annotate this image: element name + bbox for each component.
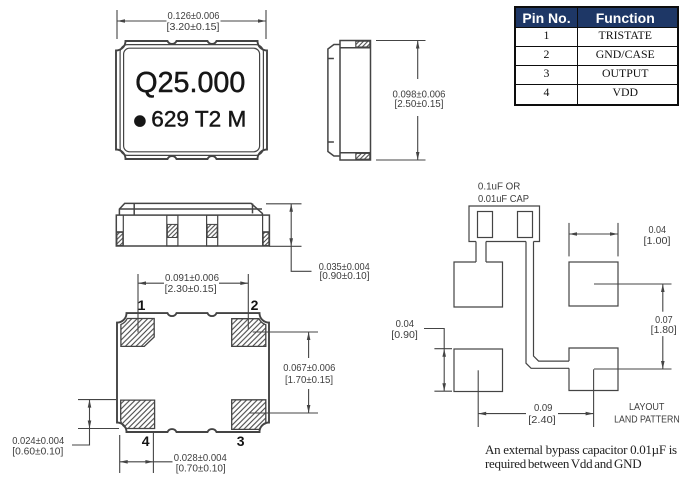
svg-text:0.024±0.004: 0.024±0.004 xyxy=(12,436,64,447)
svg-text:LAYOUT: LAYOUT xyxy=(629,402,665,413)
svg-text:0.091±0.006: 0.091±0.006 xyxy=(165,273,219,284)
svg-text:0.035±0.004: 0.035±0.004 xyxy=(319,262,370,273)
svg-text:0.04: 0.04 xyxy=(396,319,415,330)
svg-text:1: 1 xyxy=(138,297,146,313)
svg-text:629 T2 M: 629 T2 M xyxy=(151,107,246,132)
svg-text:0.098±0.006: 0.098±0.006 xyxy=(393,90,446,101)
svg-text:0.126±0.006: 0.126±0.006 xyxy=(168,11,220,22)
svg-text:[0.70±0.10]: [0.70±0.10] xyxy=(176,464,226,475)
svg-text:[2.40]: [2.40] xyxy=(528,415,556,426)
svg-text:0.04: 0.04 xyxy=(649,225,667,236)
svg-text:[0.90]: [0.90] xyxy=(391,330,418,341)
svg-text:LAND PATTERN: LAND PATTERN xyxy=(614,414,680,425)
svg-text:[2.50±0.15]: [2.50±0.15] xyxy=(395,99,444,110)
svg-text:4: 4 xyxy=(142,433,150,449)
svg-text:[1.80]: [1.80] xyxy=(651,325,677,336)
svg-text:[1.70±0.15]: [1.70±0.15] xyxy=(285,375,333,386)
svg-text:Q25.000: Q25.000 xyxy=(135,67,245,99)
svg-text:0.028±0.004: 0.028±0.004 xyxy=(174,453,227,464)
svg-text:[2.30±0.15]: [2.30±0.15] xyxy=(165,284,217,295)
svg-text:[0.60±0.10]: [0.60±0.10] xyxy=(12,447,63,458)
svg-text:2: 2 xyxy=(251,297,259,313)
svg-text:0.09: 0.09 xyxy=(534,403,553,414)
svg-text:0.1uF OR: 0.1uF OR xyxy=(478,182,521,193)
svg-text:0.067±0.006: 0.067±0.006 xyxy=(283,363,335,374)
svg-text:0.07: 0.07 xyxy=(655,315,673,326)
svg-text:[0.90±0.10]: [0.90±0.10] xyxy=(320,271,370,282)
svg-text:3: 3 xyxy=(237,433,245,449)
svg-text:[3.20±0.15]: [3.20±0.15] xyxy=(167,22,220,33)
svg-text:[1.00]: [1.00] xyxy=(644,236,671,247)
svg-text:0.01uF CAP: 0.01uF CAP xyxy=(478,194,529,205)
